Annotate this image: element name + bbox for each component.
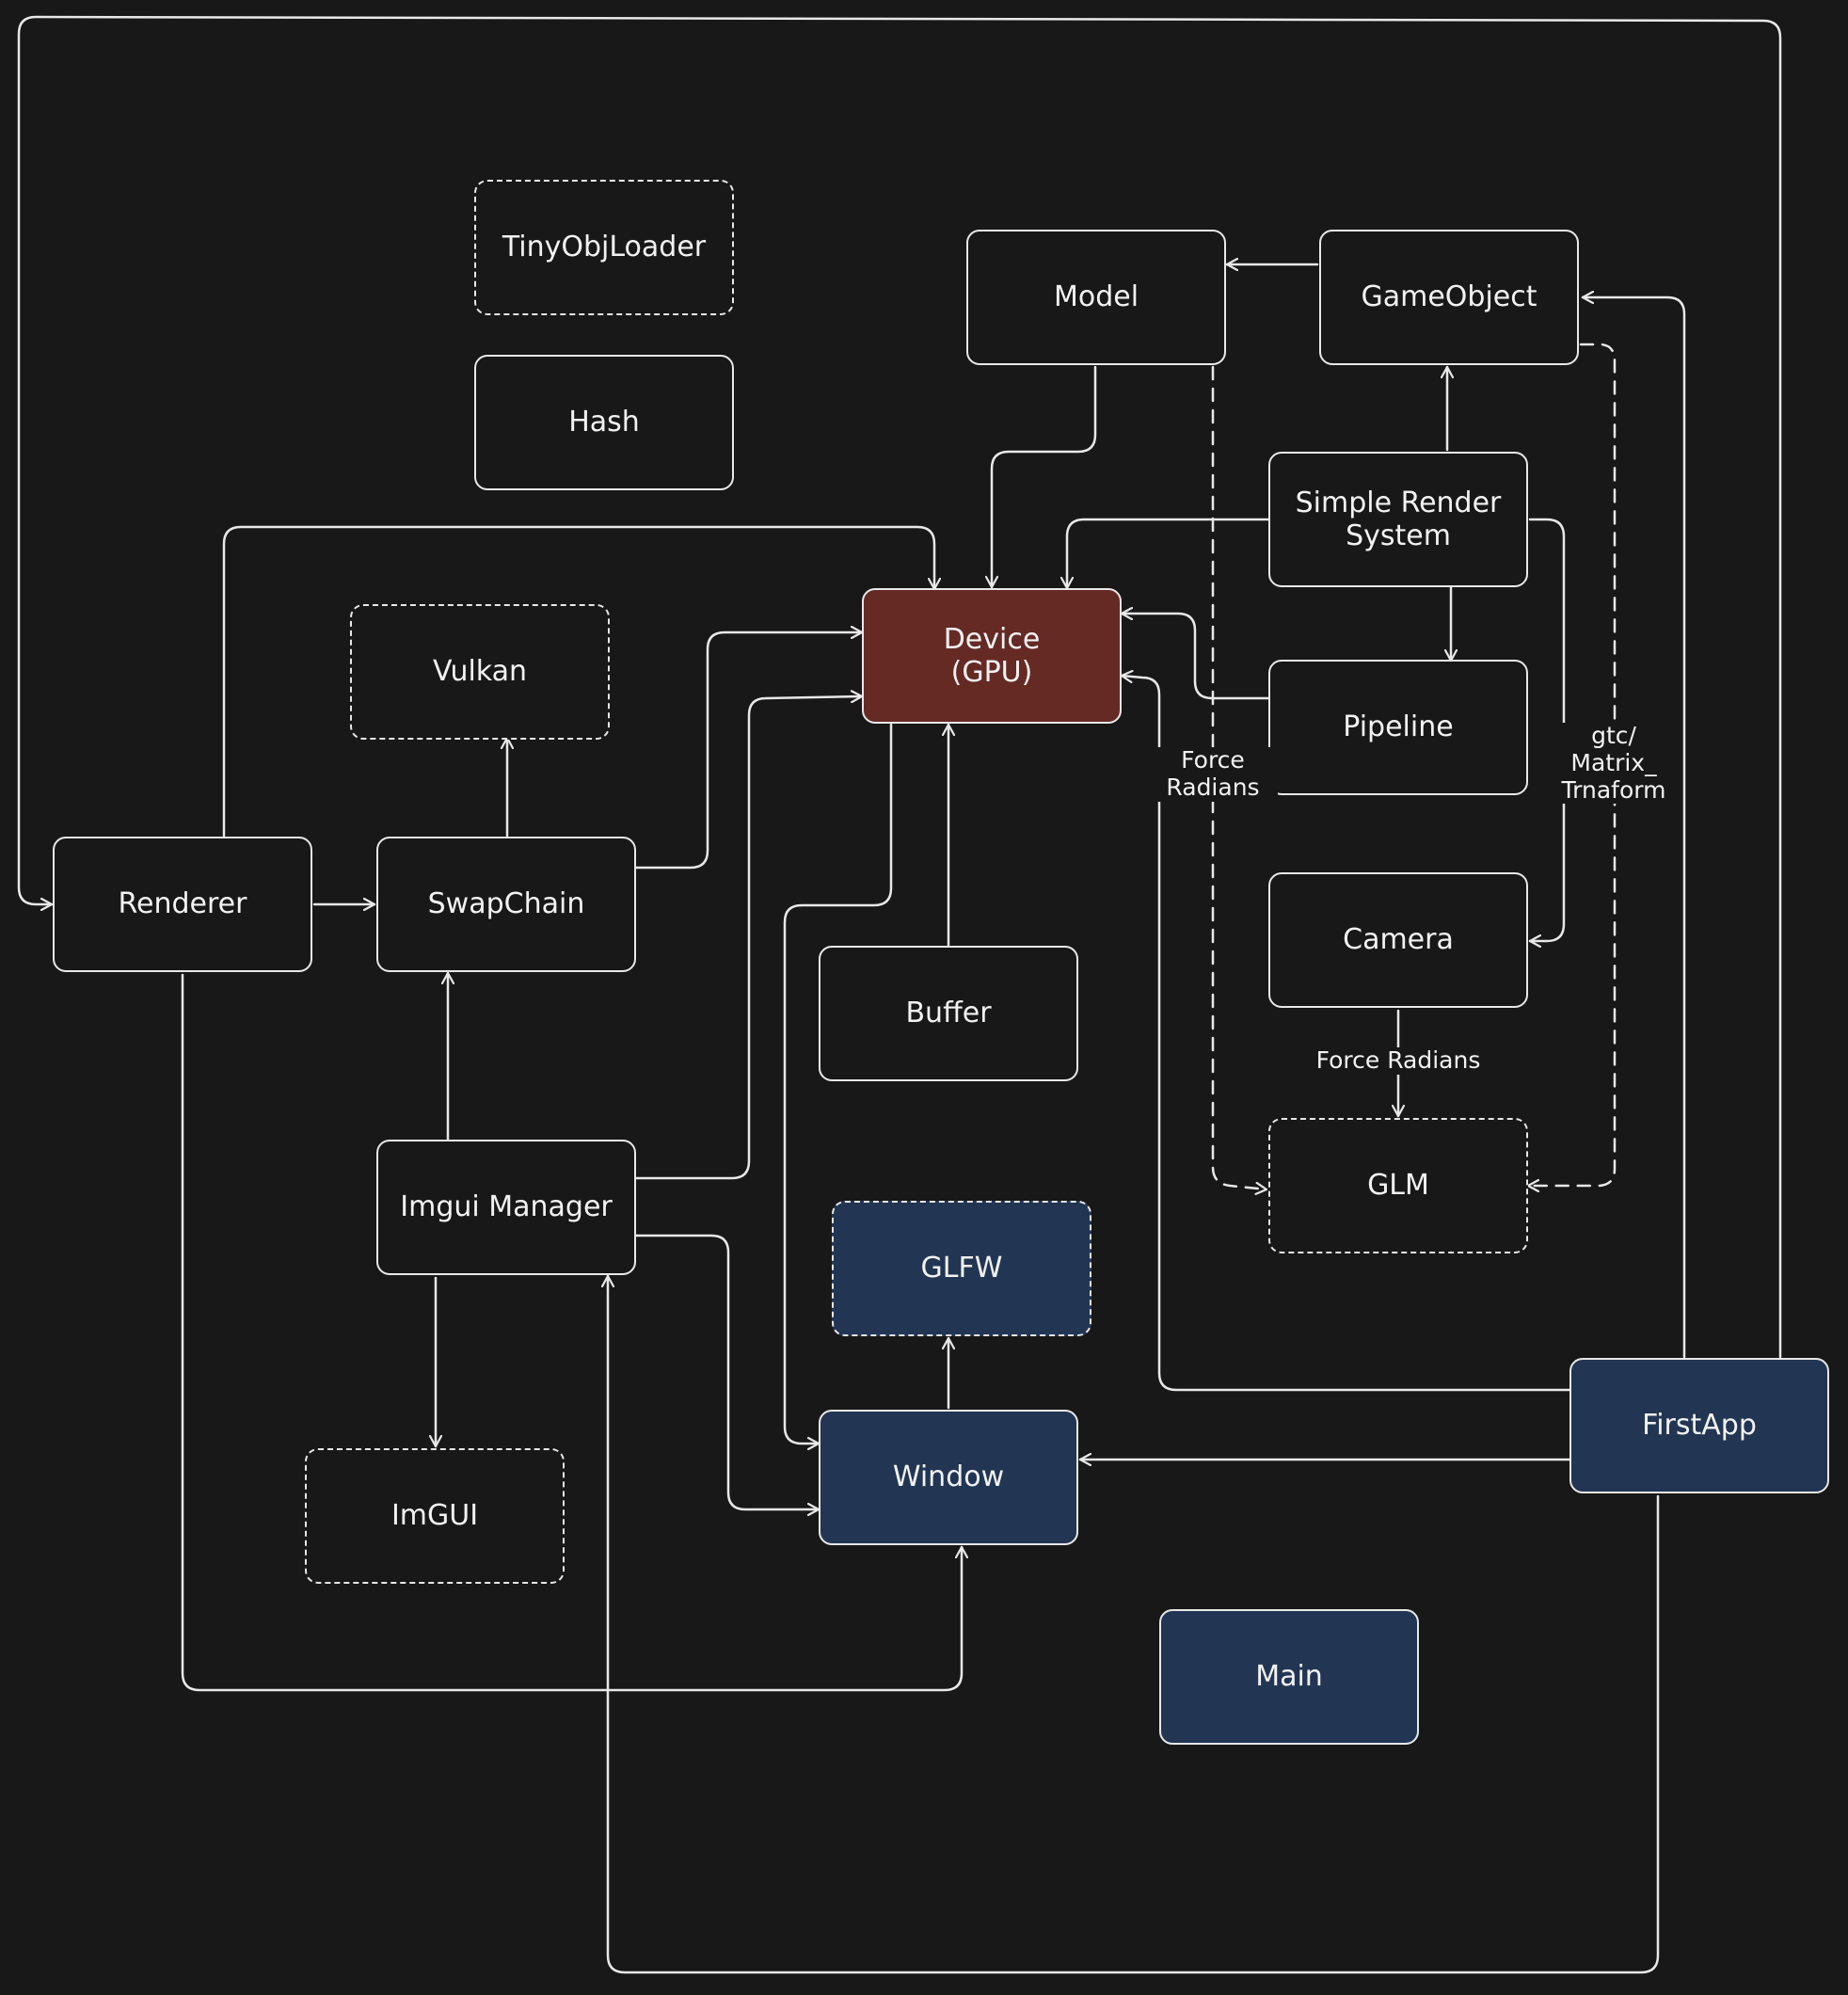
edge-imguimanager-device xyxy=(634,696,864,1180)
node-glm: GLM xyxy=(1268,1118,1528,1253)
edge-imguimanager-window xyxy=(634,1234,820,1509)
node-window: Window xyxy=(819,1410,1078,1545)
edge-gameobject-glm xyxy=(1526,343,1617,1186)
edge-swapchain-device xyxy=(634,632,864,870)
edge-firstapp-renderer xyxy=(17,15,1782,1359)
node-gameobject: GameObject xyxy=(1319,230,1579,365)
node-hash: Hash xyxy=(474,355,734,490)
node-renderer: Renderer xyxy=(53,837,312,972)
edge-firstapp-device xyxy=(1120,676,1571,1392)
label-force-radians-camera: Force Radians xyxy=(1298,1046,1498,1075)
node-simple-render-system: Simple Render System xyxy=(1268,452,1528,587)
label-force-radians-model: Force Radians xyxy=(1148,746,1278,802)
node-camera: Camera xyxy=(1268,872,1528,1008)
node-device: Device (GPU) xyxy=(862,588,1122,724)
node-imgui: ImGUI xyxy=(305,1448,565,1584)
node-pipeline: Pipeline xyxy=(1268,660,1528,795)
edge-renderer-window xyxy=(181,973,962,1692)
edge-firstapp-imguimanager xyxy=(608,1274,1660,1974)
edge-srs-device xyxy=(1067,518,1270,590)
node-glfw: GLFW xyxy=(832,1201,1091,1336)
node-firstapp: FirstApp xyxy=(1569,1358,1829,1493)
node-imgui-manager: Imgui Manager xyxy=(376,1140,636,1275)
edge-pipeline-device xyxy=(1120,614,1270,700)
edge-renderer-device xyxy=(222,525,934,838)
node-model: Model xyxy=(966,230,1226,365)
node-swapchain: SwapChain xyxy=(376,837,636,972)
node-buffer: Buffer xyxy=(819,946,1078,1081)
node-tinyobjloader: TinyObjLoader xyxy=(474,180,734,315)
edge-model-glm xyxy=(1211,365,1268,1189)
node-main: Main xyxy=(1159,1609,1419,1745)
edge-model-device xyxy=(992,365,1097,589)
edge-window-device xyxy=(783,723,893,1444)
edge-firstapp-gameobject xyxy=(1581,297,1686,1359)
node-vulkan: Vulkan xyxy=(350,604,610,740)
label-gtc-matrix-transform: gtc/ Matrix_ Trnaform xyxy=(1549,722,1679,805)
